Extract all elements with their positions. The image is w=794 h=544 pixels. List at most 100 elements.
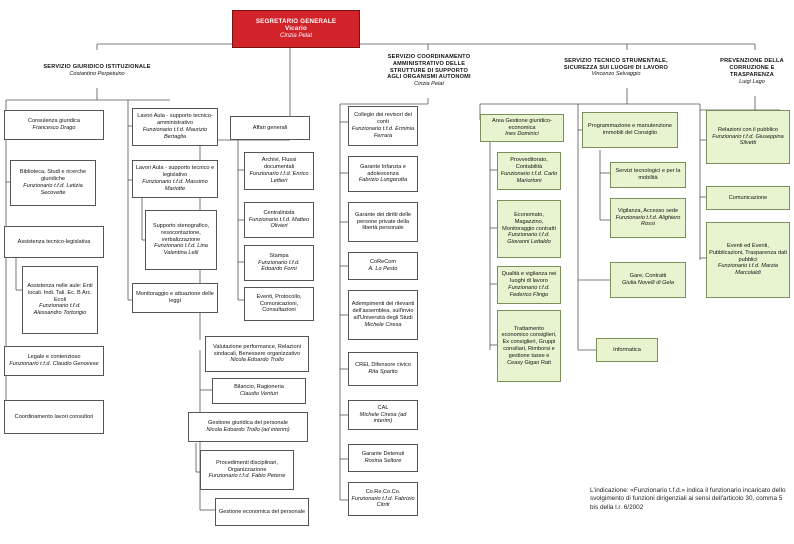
archivi-title: Archivi, Flussi documentali bbox=[261, 157, 297, 171]
crel-sub: Rita Sparito bbox=[368, 369, 398, 375]
garante-liberta-box: Garante dei diritti delle persone privat… bbox=[348, 202, 418, 242]
stampa-box: Stampa Funzionario t.f.d. Edoardo Forni bbox=[244, 245, 314, 281]
assistenza-aule-title: Assistenza nelle aule: Enti locali. Indi… bbox=[27, 282, 93, 303]
assistenza-title: Assistenza tecnico-legislativa bbox=[17, 238, 91, 245]
relazioni-title: Relazioni con il pubblico bbox=[717, 126, 778, 133]
gestione-economica-title: Gestione economica del personale bbox=[218, 508, 306, 515]
trattamento-box: Trattamento economico consiglieri, Ex co… bbox=[497, 310, 561, 382]
area-gestione-sub: Ines Dominici bbox=[505, 131, 539, 138]
lavori-aula-legislativo-box: Lavori Aula - supporto tecnico e legisla… bbox=[132, 160, 218, 198]
adempimenti-box: Adempimenti dei rilevanti dell'assemblea… bbox=[348, 290, 418, 340]
qualita-sub: Funzionario t.f.d. Federico Flingo bbox=[508, 285, 550, 298]
servizio-giuridico-title: SERVIZIO GIURIDICO ISTITUZIONALE bbox=[43, 64, 151, 71]
corecom2-box: Co.Re.Co.Co. Funzionario t.f.d. Fabrizio… bbox=[348, 482, 418, 516]
gestione-personale-box: Gestione giuridica del personale Nicola … bbox=[188, 412, 308, 442]
supporto-stenografico-box: Supporto stenografico, resocontazione, v… bbox=[145, 210, 217, 270]
affari-generali-title: Affari generali bbox=[252, 124, 288, 131]
servizio-coordinamento-title: SERVIZIO COORDINAMENTO AMMINISTRATIVO DE… bbox=[387, 53, 471, 81]
servizio-giuridico-box: SERVIZIO GIURIDICO ISTITUZIONALE Costant… bbox=[30, 56, 164, 86]
servizio-tecnico-sub: Vincenzo Selvaggio bbox=[591, 71, 641, 78]
vigilanza-box: Vigilanza, Accesso sede Funzionario t.f.… bbox=[610, 198, 686, 238]
biblioteca-box: Biblioteca, Studi e ricerche giuridiche … bbox=[10, 160, 96, 206]
coordinamento-lavori-title: Coordinamento lavori consultori bbox=[14, 413, 94, 420]
bilancio-title: Bilancio, Ragioneria bbox=[234, 384, 284, 391]
area-gestione-title: Area Gestione giuridico-economica bbox=[491, 117, 552, 131]
corecom2-sub: Funzionario t.f.d. Fabrizio Citriti bbox=[351, 495, 415, 509]
gestione-personale-title: Gestione giuridica del personale bbox=[208, 420, 288, 427]
corecom-title: CoReCom bbox=[369, 259, 397, 266]
prevenzione-sub: Luigi Lago bbox=[739, 78, 765, 85]
trattamento-title: Trattamento economico consiglieri, Ex co… bbox=[501, 325, 557, 366]
procedimenti-title: Procedimenti disciplinari, Organizzazion… bbox=[216, 459, 278, 473]
procedimenti-sub: Funzionario t.f.d. Fabio Peterre bbox=[208, 473, 286, 480]
crel-box: CREL Difensore civico Rita Sparito bbox=[348, 352, 418, 386]
lavori-aula-legislativo-title: Lavori Aula - supporto tecnico e legisla… bbox=[135, 165, 215, 179]
footnote: L'indicazione: «Funzionario t.f.d.» indi… bbox=[590, 487, 786, 511]
gare-title: Gare, Contratti bbox=[629, 273, 667, 280]
legale-title: Legale e contenzioso bbox=[27, 354, 81, 361]
consulenza-giuridica-box: Consulenza giuridica Francesco Drago bbox=[4, 110, 104, 140]
centralinista-box: Centralinista Funzionario t.f.d. Matteo … bbox=[244, 202, 314, 238]
vigilanza-title: Vigilanza, Accesso sede bbox=[617, 207, 679, 214]
informatica-box: Informatica bbox=[596, 338, 658, 362]
segretario-sub2: Cinzia Pelat bbox=[279, 32, 312, 39]
consulenza-sub: Francesco Drago bbox=[32, 125, 76, 131]
bilancio-box: Bilancio, Ragioneria Claudio Venturi bbox=[212, 378, 306, 404]
eventi-pubblicazioni-box: Eventi ed Eventi, Pubblicazioni, Traspar… bbox=[706, 222, 790, 298]
relazioni-pubblico-box: Relazioni con il pubblico Funzionario t.… bbox=[706, 110, 790, 164]
cal-box: CAL Michele Ciresa (ad interim) bbox=[348, 400, 418, 430]
relazioni-sub: Funzionario t.f.d. Giuseppina Silvetti bbox=[712, 133, 784, 147]
gare-box: Gare, Contratti Giulia Novelli di Gela bbox=[610, 262, 686, 298]
gestione-economica-box: Gestione economica del personale bbox=[215, 498, 309, 526]
collegio-box: Collegio dei revisori dei conti Funziona… bbox=[348, 106, 418, 146]
economato-title: Economato, Magazzino, Monitoraggio contr… bbox=[502, 211, 556, 232]
comunicazione-title: Comunicazione bbox=[728, 194, 768, 201]
vigilanza-sub: Funzionario t.f.d. Alighiero Rossi bbox=[615, 214, 681, 228]
prevenzione-box: PREVENZIONE DELLA CORRUZIONE E TRASPAREN… bbox=[712, 50, 792, 94]
gestione-personale-sub: Nicola Edoardo Trollo (ad interim) bbox=[206, 427, 290, 433]
lavori-aula-giuridico-title: Lavori Aula - supporto tecnico-amministr… bbox=[137, 113, 213, 127]
garante-detenuti-sub: Rosina Seltore bbox=[364, 458, 402, 464]
area-gestione-box: Area Gestione giuridico-economica Ines D… bbox=[480, 114, 564, 142]
economato-box: Economato, Magazzino, Monitoraggio contr… bbox=[497, 200, 561, 258]
lavori-aula-legislativo-sub: Funzionario t.f.d. Massimo Mariotte bbox=[142, 179, 208, 192]
economato-sub: Funzionario t.f.d. Giovanni Lettaldo bbox=[507, 232, 551, 246]
comunicazione-box: Comunicazione bbox=[706, 186, 790, 210]
legale-sub: Funzionario t.f.d. Claudio Genovese bbox=[9, 361, 99, 367]
stampa-sub: Funzionario t.f.d. Edoardo Forni bbox=[258, 259, 300, 273]
provveditorato-sub: Funzionario t.f.d. Carlo Mariortoni bbox=[500, 171, 558, 184]
garante-detenuti-box: Garante Detenuti Rosina Seltore bbox=[348, 444, 418, 472]
segretario-sub1: Vicario bbox=[285, 25, 307, 33]
eventi-box: Eventi, Protocollo, Comunicazioni, Consu… bbox=[244, 287, 314, 321]
collegio-sub: Funzionario t.f.d. Erminia Ferrara bbox=[351, 126, 415, 139]
servizio-tecnico-title: SERVIZIO TECNICO STRUMENTALE, SICUREZZA … bbox=[563, 57, 669, 71]
monitoraggio-box: Monitoraggio e attuazione delle leggi bbox=[132, 283, 218, 313]
informatica-title: Informatica bbox=[613, 346, 641, 353]
eventi-pubblicazioni-sub: Funzionario t.f.d. Marzia Marcolaldi bbox=[717, 263, 778, 277]
lavori-aula-giuridico-sub: Funzionario t.f.d. Maurizio Bertaglia bbox=[142, 127, 208, 140]
servizio-coordinamento-sub: Cinzia Pelat bbox=[414, 81, 444, 88]
segretario-title: SEGRETARIO GENERALE bbox=[255, 17, 337, 25]
programmazione-title: Programmazione e manutenzione immobili d… bbox=[588, 123, 672, 136]
supporto-stenografico-sub: Funzionario t.f.d. Lina Valentina Lelli bbox=[154, 243, 208, 257]
archivi-box: Archivi, Flussi documentali Funzionario … bbox=[244, 152, 314, 190]
adempimenti-sub: Michele Ciresa bbox=[364, 321, 402, 328]
garante-infanzia-box: Garante Infanzia e adolescenza Fabrizio … bbox=[348, 156, 418, 192]
monitoraggio-title: Monitoraggio e attuazione delle leggi bbox=[136, 291, 214, 304]
qualita-box: Qualità e vigilanza nei luoghi di lavoro… bbox=[497, 266, 561, 304]
segretario-generale-box: SEGRETARIO GENERALE Vicario Cinzia Pelat bbox=[232, 10, 360, 48]
servizio-tecnico-box: SERVIZIO TECNICO STRUMENTALE, SICUREZZA … bbox=[546, 50, 686, 86]
eventi-title: Eventi, Protocollo, Comunicazioni, Consu… bbox=[256, 293, 302, 314]
coordinamento-lavori-box: Coordinamento lavori consultori bbox=[4, 400, 104, 434]
supporto-stenografico-title: Supporto stenografico, resocontazione, v… bbox=[152, 222, 210, 243]
valutazione-box: Valutazione performance, Relazioni sinda… bbox=[205, 336, 309, 372]
valutazione-title: Valutazione performance, Relazioni sinda… bbox=[213, 343, 301, 357]
archivi-sub: Funzionario t.f.d. Enrico Lettieri bbox=[249, 171, 309, 184]
corecom-sub: A. Lo Pesto bbox=[368, 266, 398, 272]
cal-sub: Michele Ciresa (ad interim) bbox=[359, 411, 407, 425]
provveditorato-title: Provveditorato, Contabilità bbox=[510, 157, 548, 171]
provveditorato-box: Provveditorato, Contabilità Funzionario … bbox=[497, 152, 561, 190]
servizi-tecnologici-box: Servizi tecnologici e per la mobilità bbox=[610, 162, 686, 188]
gare-sub: Giulia Novelli di Gela bbox=[622, 280, 674, 286]
